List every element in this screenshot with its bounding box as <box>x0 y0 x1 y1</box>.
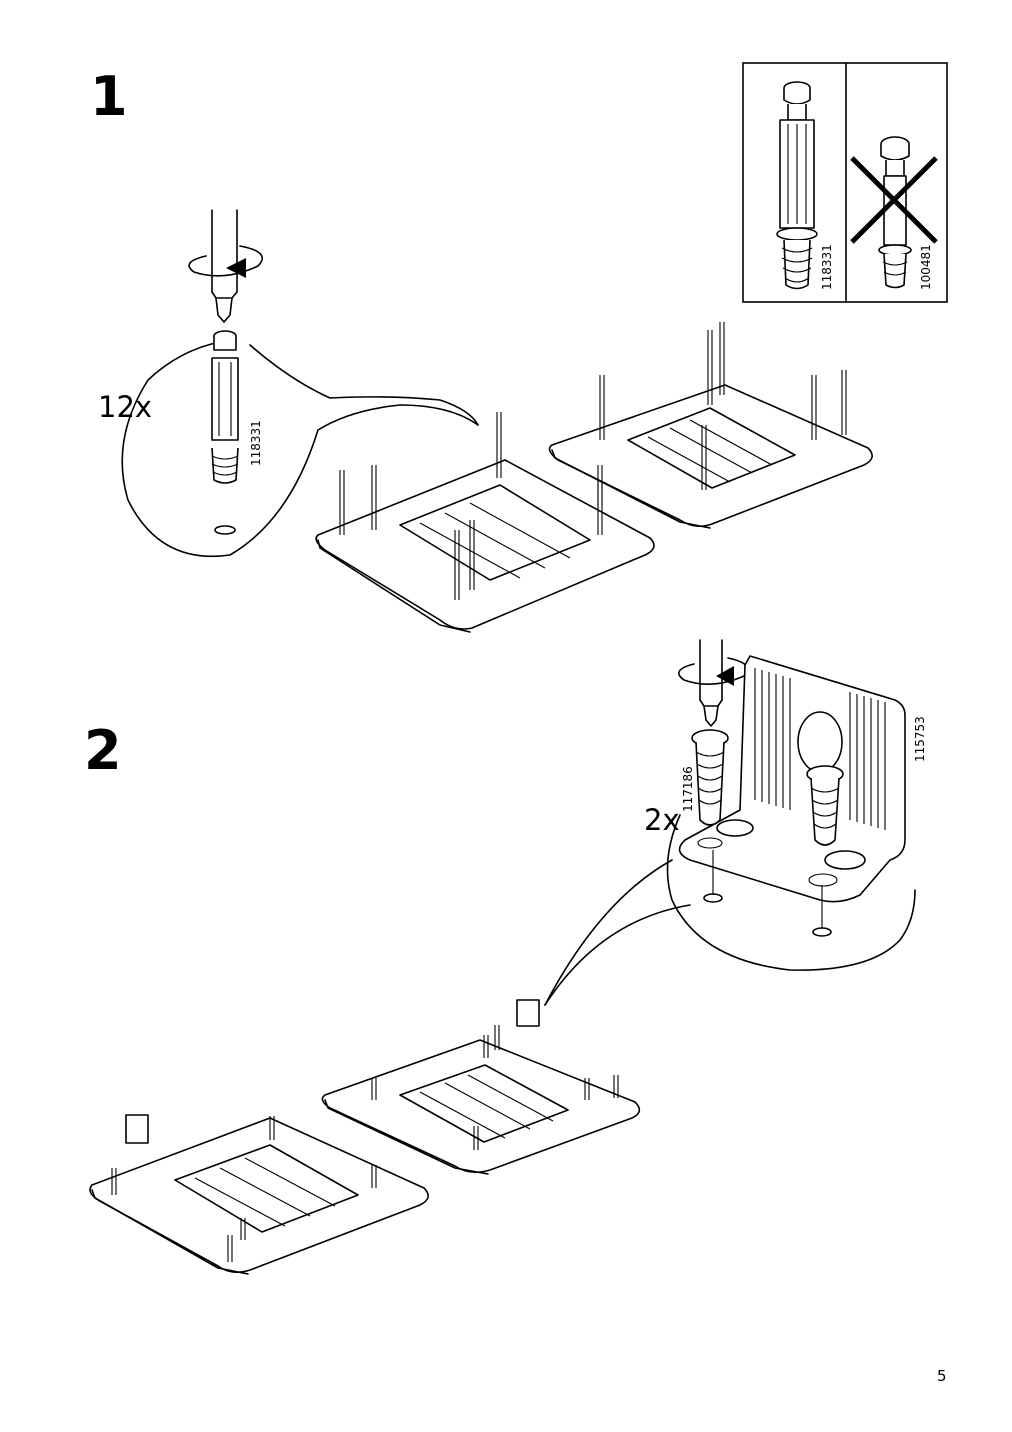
screwdriver-icon <box>699 639 723 727</box>
reference-box <box>742 62 948 303</box>
panel-step1-b <box>548 322 873 529</box>
step-1-quantity: 12x <box>98 390 153 424</box>
step-2-quantity: 2x <box>644 803 680 837</box>
correct-part-number: 118331 <box>820 244 834 290</box>
detail-circle-step1 <box>121 330 479 558</box>
page-number: 5 <box>937 1367 947 1385</box>
cam-lock-dowel-icon <box>211 330 239 535</box>
wood-screw-icon <box>806 765 844 846</box>
incorrect-dowel-icon <box>878 136 912 289</box>
step-1-part-number: 118331 <box>249 420 263 466</box>
panel-step2-b <box>321 999 641 1175</box>
screwdriver-icon <box>211 209 238 323</box>
rotate-clockwise-icon <box>678 657 749 686</box>
detail-circle-step2 <box>544 814 916 1006</box>
panel-step2-a <box>89 1114 429 1275</box>
wood-screw-icon <box>691 729 729 826</box>
step-1-number: 1 <box>90 65 128 128</box>
dowels-panel-b <box>597 322 847 505</box>
step-2-number: 2 <box>84 719 122 782</box>
cross-out-icon <box>850 156 938 244</box>
step-2-screw-part-number: 117186 <box>681 766 695 812</box>
rotate-clockwise-icon <box>188 245 263 278</box>
angle-bracket-icon <box>678 655 906 937</box>
step-2-bracket-part-number: 115753 <box>913 716 927 762</box>
cam-lock-dowel-icon <box>776 81 818 290</box>
incorrect-part-number: 100481 <box>919 244 933 290</box>
